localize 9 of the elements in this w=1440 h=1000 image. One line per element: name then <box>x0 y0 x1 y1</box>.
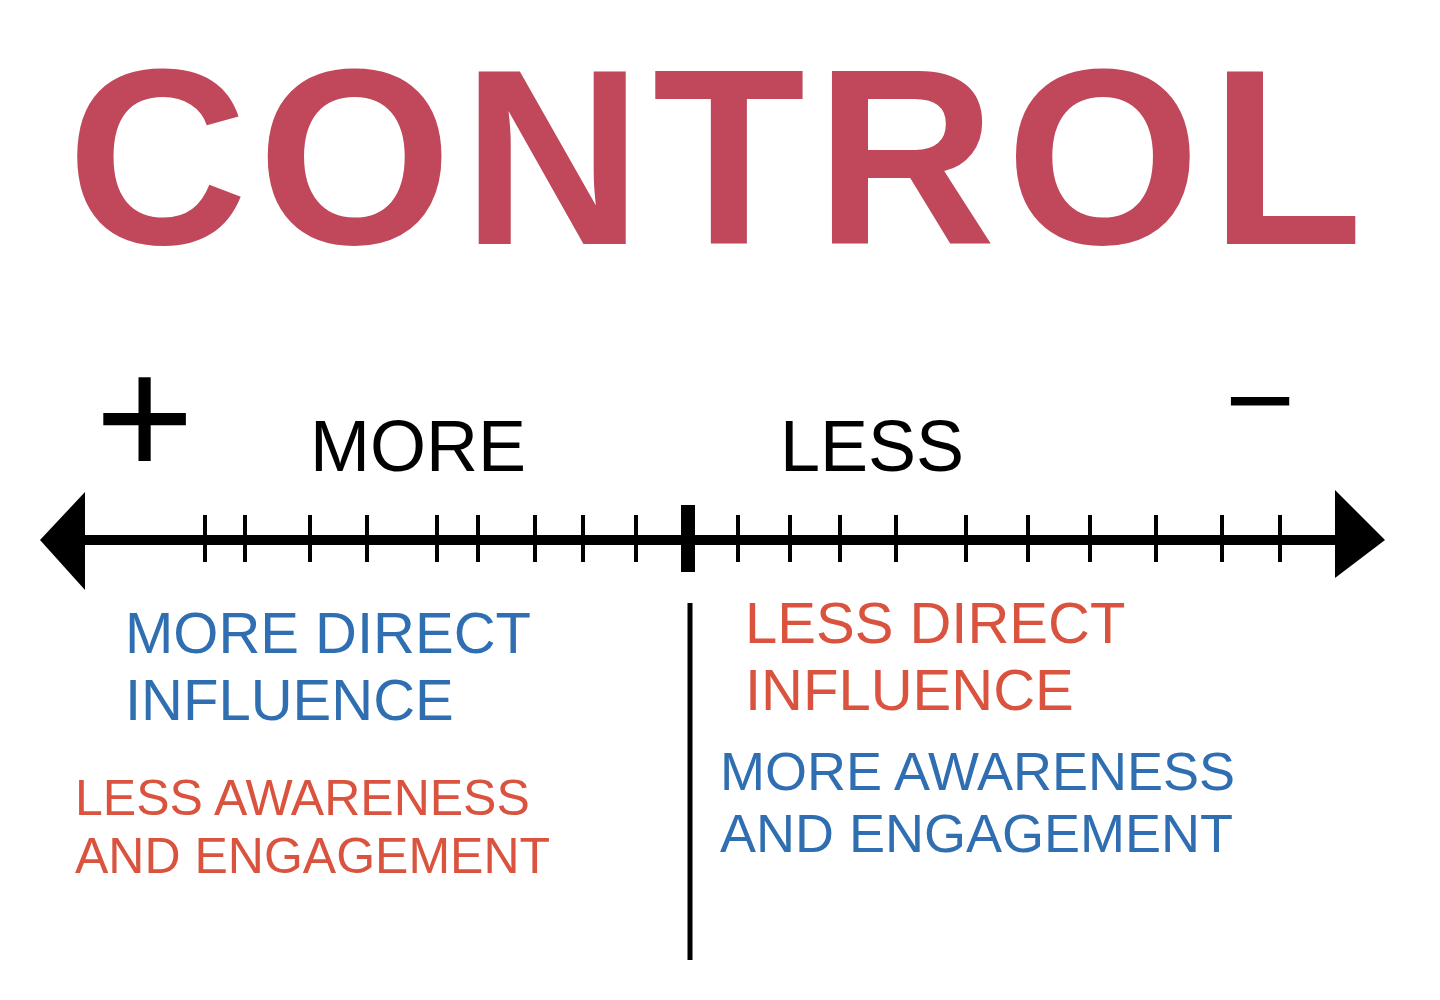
note-text: LESS AWARENESS AND ENGAGEMENT <box>75 770 552 885</box>
note-text: MORE DIRECT INFLUENCE <box>125 600 531 734</box>
title: CONTROL <box>66 20 1374 295</box>
plus-sign: + <box>95 321 196 514</box>
minus-sign: − <box>1225 331 1297 468</box>
note-text: MORE AWARENESS AND ENGAGEMENT <box>720 740 1237 865</box>
note-text: LESS DIRECT INFLUENCE <box>745 590 1126 724</box>
scale-label: MORE <box>310 405 527 488</box>
scale-label: LESS <box>780 405 966 488</box>
